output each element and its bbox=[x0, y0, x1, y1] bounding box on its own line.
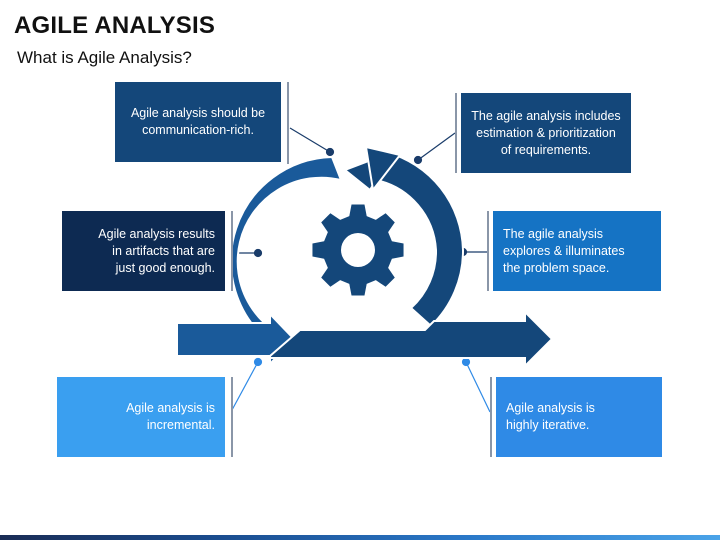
info-box-problem-space: The agile analysis explores & illuminate… bbox=[493, 211, 661, 291]
connector-dot-top-right bbox=[413, 155, 423, 165]
info-box-estimation: The agile analysis includes estimation &… bbox=[461, 93, 631, 173]
divider-mid-right bbox=[487, 211, 489, 291]
connector-dot-bottom-right bbox=[461, 357, 471, 367]
connector-dot-top-left bbox=[325, 147, 335, 157]
info-box-communication: Agile analysis should be communication-r… bbox=[115, 82, 281, 162]
info-box-text: Agile analysis should be communication-r… bbox=[130, 106, 266, 137]
page-subtitle: What is Agile Analysis? bbox=[17, 48, 192, 67]
connector-dot-mid-left bbox=[253, 248, 263, 258]
info-box-text: The agile analysis includes estimation &… bbox=[471, 108, 621, 157]
connector-top-right bbox=[417, 132, 456, 161]
info-box-text: Agile analysis results in artifacts that… bbox=[98, 226, 215, 275]
connector-bottom-right bbox=[465, 361, 491, 413]
divider-mid-left bbox=[231, 211, 233, 291]
info-box-text: The agile analysis explores & illuminate… bbox=[503, 226, 625, 275]
info-box-text: Agile analysis is incremental. bbox=[126, 401, 215, 432]
info-box-text: Agile analysis is highly iterative. bbox=[506, 401, 595, 432]
divider-top-right bbox=[455, 93, 457, 173]
right-arrow-icon bbox=[176, 309, 554, 369]
divider-bottom-right bbox=[490, 377, 492, 457]
arrow-right-segment bbox=[269, 309, 554, 369]
gear-icon bbox=[312, 204, 404, 296]
page-title: AGILE ANALYSIS bbox=[14, 12, 216, 39]
connector-dot-bottom-left bbox=[253, 357, 263, 367]
info-box-iterative: Agile analysis is highly iterative. bbox=[496, 377, 662, 457]
cycle-arrowhead bbox=[364, 145, 402, 193]
bottom-accent-bar bbox=[0, 535, 720, 540]
connector-top-left bbox=[289, 127, 331, 153]
connector-bottom-left bbox=[231, 361, 259, 411]
divider-bottom-left bbox=[231, 377, 233, 457]
info-box-incremental: Agile analysis is incremental. bbox=[57, 377, 225, 457]
info-box-artifacts: Agile analysis results in artifacts that… bbox=[62, 211, 225, 291]
cycle-arrow-icon bbox=[229, 145, 465, 344]
cycle-right-arc bbox=[343, 150, 465, 328]
divider-top-left bbox=[287, 82, 289, 164]
gear-shape bbox=[312, 204, 404, 296]
